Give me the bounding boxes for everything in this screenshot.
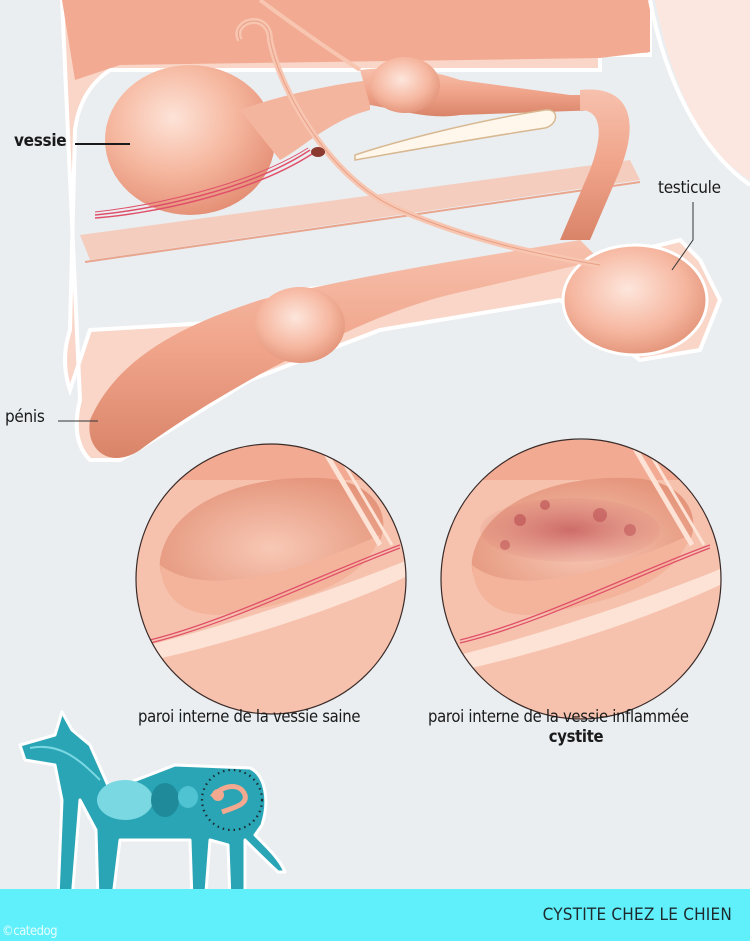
dog-figure <box>18 710 287 927</box>
inset-inflamed-subcaption: cystite <box>548 727 604 746</box>
copyright-text: ©catedog <box>2 924 58 939</box>
footer-banner: CYSTITE CHEZ LE CHIEN <box>0 889 750 941</box>
inset-healthy-caption: paroi interne de la vessie saine <box>138 707 361 726</box>
diagram-title: CYSTITE CHEZ LE CHIEN <box>542 905 732 925</box>
inset-inflamed-caption: paroi interne de la vessie inflammée <box>428 707 689 726</box>
label-penis: pénis <box>5 407 45 427</box>
label-testicle: testicule <box>658 178 721 198</box>
label-bladder: vessie <box>14 131 67 151</box>
